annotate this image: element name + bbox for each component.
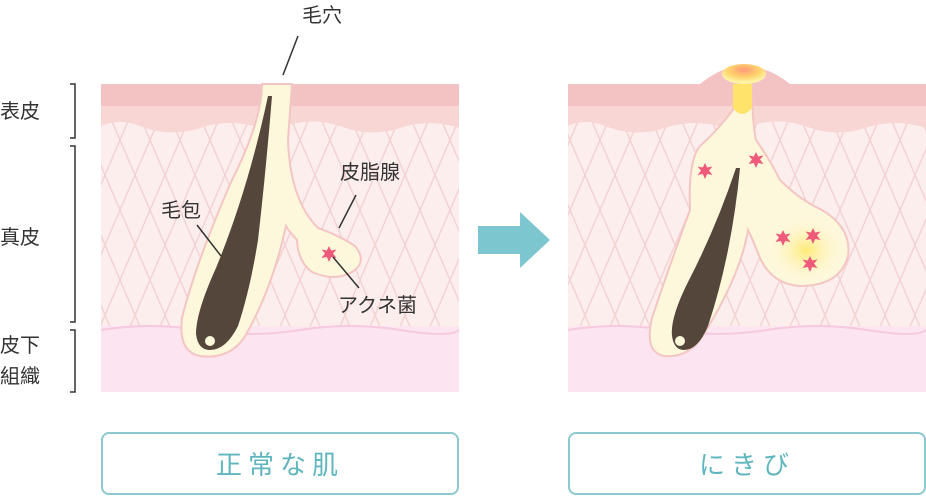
acne-caption: にきび xyxy=(698,451,795,481)
hair-shaft xyxy=(196,96,272,350)
pus-head xyxy=(722,64,766,84)
acne-caption-box: にきび xyxy=(568,432,926,495)
acne-skin-panel xyxy=(567,64,926,392)
layer-brackets xyxy=(70,83,76,393)
epidermis-label: 表皮 xyxy=(0,99,40,123)
normal-skin-panel xyxy=(100,83,460,392)
normal-skin-caption-box: 正常な肌 xyxy=(101,432,459,495)
sebaceous-gland-label: 皮脂腺 xyxy=(340,160,400,184)
hair-shaft-acne xyxy=(671,168,740,350)
subcutis-label-line2: 組織 xyxy=(0,364,40,388)
pore-label: 毛穴 xyxy=(302,3,342,27)
leader-lines xyxy=(196,35,360,289)
hair-follicle-label: 毛包 xyxy=(161,198,201,222)
acne-bacteria-label: アクネ菌 xyxy=(338,293,417,317)
subcutis-label-line1: 皮下 xyxy=(0,333,40,357)
dermis-label: 真皮 xyxy=(0,225,40,249)
right-arrow-icon xyxy=(478,212,550,268)
normal-skin-caption: 正常な肌 xyxy=(215,451,344,481)
